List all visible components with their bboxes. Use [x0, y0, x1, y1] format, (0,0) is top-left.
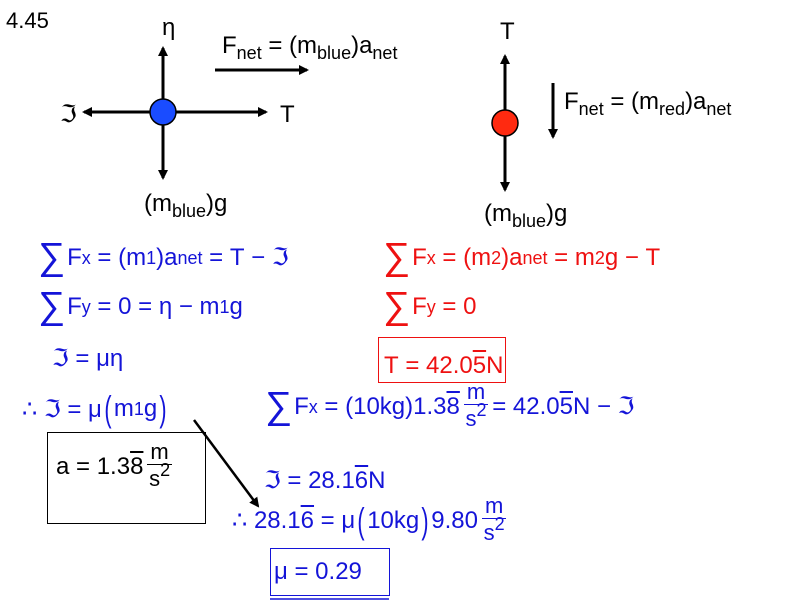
large-parenthesis: (: [357, 499, 365, 541]
fnet-label-blue: Fnet = (mblue)anet: [222, 32, 398, 63]
equation-text: F: [67, 243, 82, 271]
equation-text: = (m: [90, 243, 147, 271]
equation-text: F: [67, 292, 82, 320]
substitution-arrow: [192, 419, 260, 508]
fraction-denominator: s2: [149, 460, 171, 492]
repeating-digit: 6: [300, 506, 315, 534]
tension-result-box: [378, 337, 506, 383]
equation-text: = m: [547, 243, 595, 271]
problem-number: 4.45: [6, 8, 49, 33]
equation-text: = 42.0: [492, 392, 560, 420]
repeating-digit: 6: [354, 466, 369, 494]
equation-text: g: [229, 292, 243, 320]
red-mass: [491, 109, 519, 137]
exponent: 2: [476, 400, 487, 421]
exponent: 2: [160, 460, 171, 481]
equation-text: = T − ℑ: [202, 244, 289, 271]
exponent: 2: [494, 514, 505, 535]
summation-symbol: ∑: [38, 285, 66, 327]
equation-text: m: [113, 395, 134, 422]
large-parenthesis: ): [159, 388, 167, 429]
large-parenthesis: ): [421, 499, 429, 541]
weight-label-blue: (mblue)g: [144, 190, 228, 221]
equation-text: = 0: [435, 292, 477, 320]
fnet-label-red: Fnet = (mred)anet: [564, 88, 732, 119]
summation-symbol: ∑: [265, 385, 293, 428]
friction-label: ℑ: [60, 101, 77, 128]
equation-text: = 0 = η − m: [90, 292, 220, 320]
fraction-denominator: s2: [483, 514, 505, 546]
equation-text: ℑ = 28.1: [264, 467, 355, 494]
equation-text: N − ℑ: [572, 393, 635, 421]
equation-text: 9.80: [431, 506, 478, 534]
fraction-numerator: m: [463, 379, 489, 406]
summation-symbol: ∑: [383, 236, 411, 278]
normal-force-label: η: [162, 14, 176, 41]
equation-text: 10kg: [367, 506, 420, 534]
equation-text: ∴ ℑ = μ: [22, 395, 102, 423]
equation-mu-result: μ = 0.29: [274, 558, 362, 586]
fraction-numerator: m: [481, 493, 507, 520]
equation-text: a = 1.3: [56, 452, 131, 480]
red-free-body-diagram: [491, 54, 558, 192]
equation-text: = (m: [435, 243, 492, 271]
tension-label-red: T: [500, 18, 515, 45]
equation-text: ℑ = μη: [52, 345, 124, 372]
fraction-numerator: m: [147, 439, 172, 466]
repeating-digit: 8: [130, 452, 144, 480]
large-parenthesis: (: [104, 388, 112, 429]
blue-free-body-diagram: [82, 46, 309, 180]
repeating-digit: 5: [559, 392, 573, 420]
equation-text: F: [412, 292, 427, 320]
equation-text: g − T: [604, 243, 661, 271]
equation-text: )a: [501, 243, 523, 271]
repeating-digit: 8: [446, 392, 460, 420]
summation-symbol: ∑: [383, 285, 411, 327]
equation-text: g: [143, 395, 158, 422]
equation-text: F: [412, 243, 427, 271]
equation-text: N: [486, 352, 504, 379]
equation-text: T = 42.0: [384, 352, 473, 379]
equation-text: ∴ 28.1: [232, 507, 301, 535]
equation-friction-definition: ℑ = μη: [52, 344, 123, 373]
equation-text: = μ: [314, 506, 356, 534]
repeating-digit: 5: [472, 352, 487, 379]
fraction-denominator: s2: [465, 400, 487, 432]
equation-text: F: [294, 392, 309, 420]
equation-text: = (10kg)1.3: [317, 392, 447, 420]
equation-text: N: [368, 466, 386, 494]
weight-label-red: (mblue)g: [484, 200, 568, 231]
mu-result-box: [270, 548, 390, 596]
tension-label: T: [280, 101, 295, 128]
equation-text: )a: [156, 243, 178, 271]
equation-text: μ = 0.29: [274, 558, 362, 585]
summation-symbol: ∑: [38, 236, 66, 278]
blue-mass: [149, 98, 177, 126]
acceleration-result-box: [47, 432, 206, 524]
